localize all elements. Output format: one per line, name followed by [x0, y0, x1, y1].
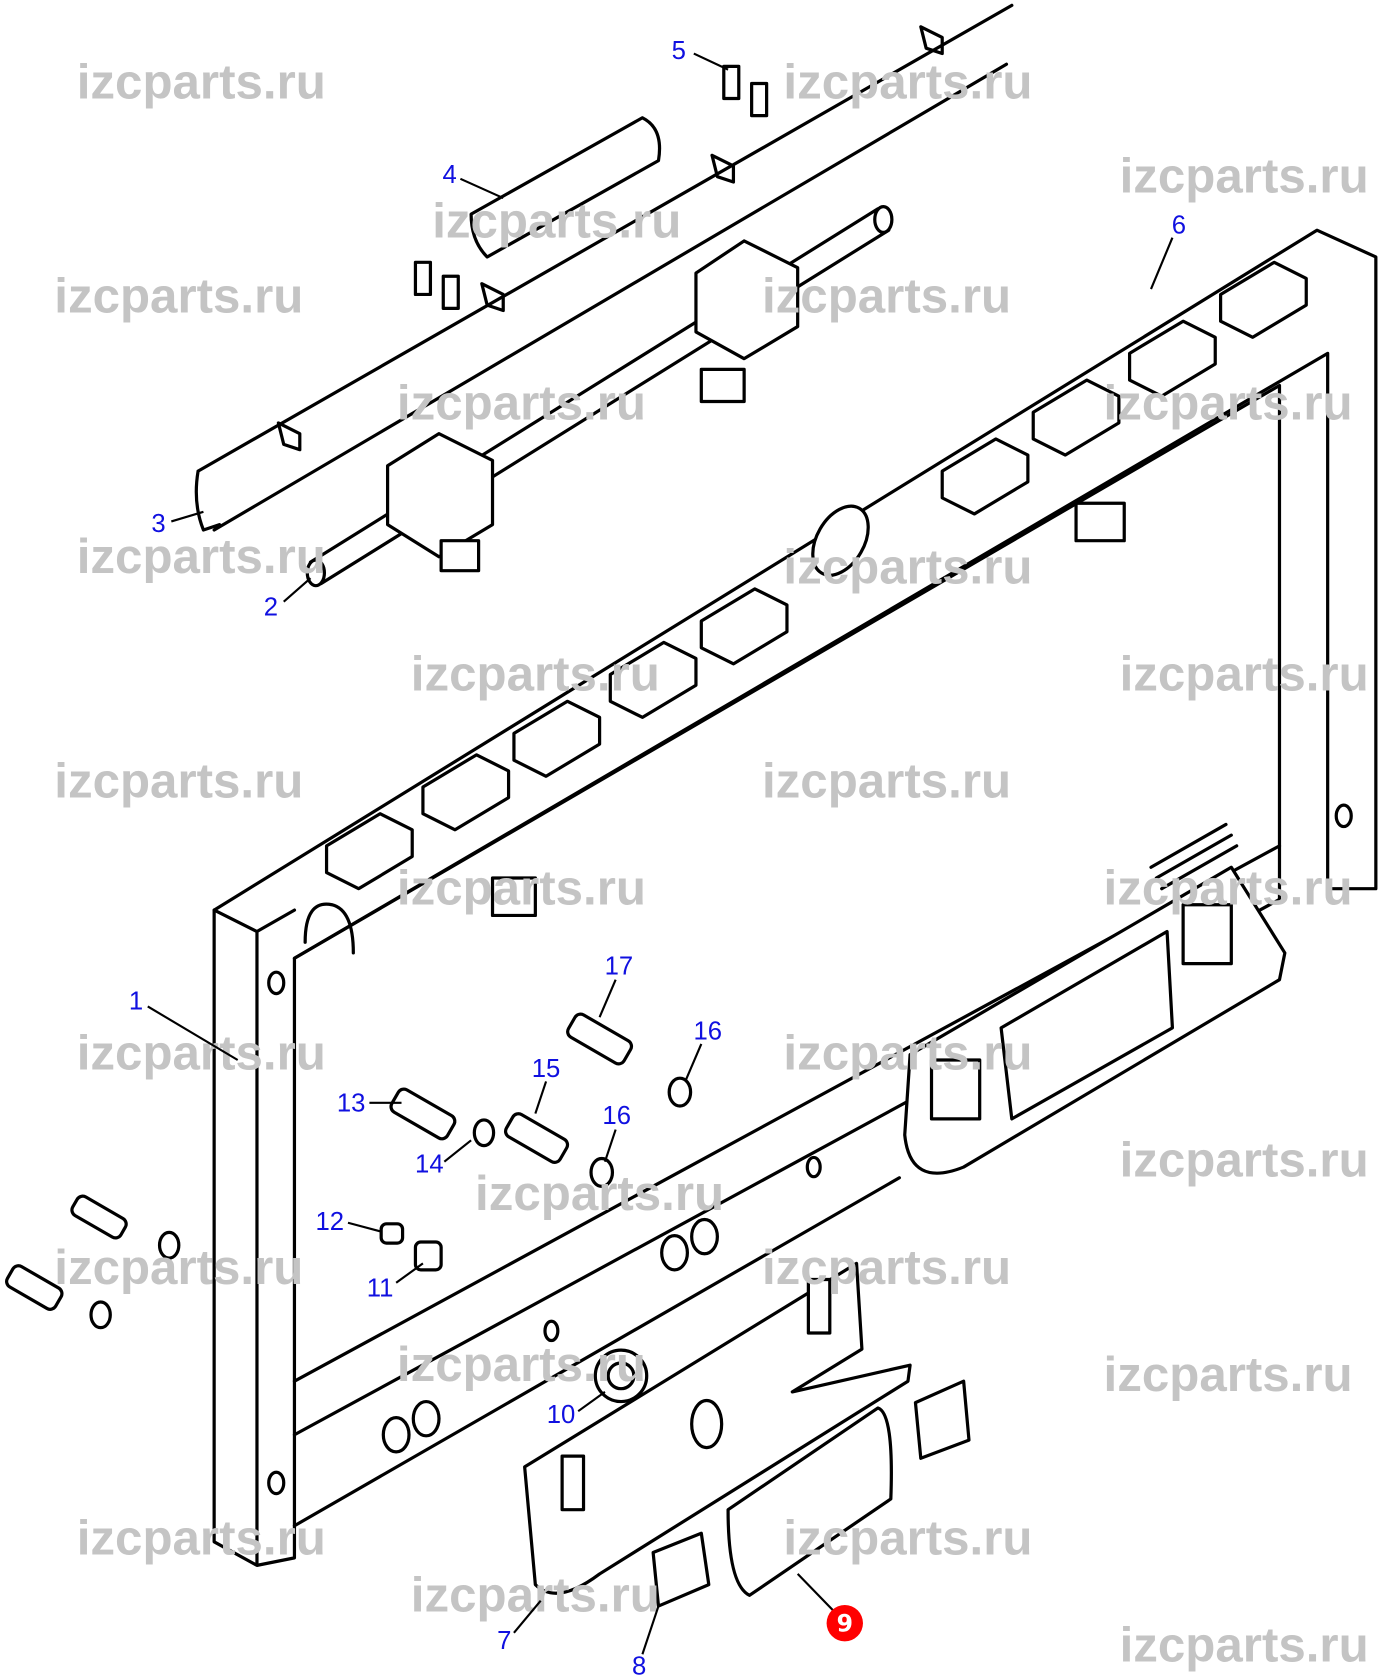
watermark: izcparts.ru — [77, 1026, 326, 1081]
watermark: izcparts.ru — [1104, 861, 1353, 916]
frame-part-1 — [212, 228, 1378, 1567]
watermark: izcparts.ru — [77, 55, 326, 110]
callout-9-highlighted[interactable]: 9 — [826, 1604, 863, 1642]
watermark: izcparts.ru — [475, 1166, 724, 1221]
watermark: izcparts.ru — [54, 754, 303, 809]
watermark: izcparts.ru — [1120, 1618, 1369, 1673]
callout-5[interactable]: 5 — [672, 37, 686, 65]
callout-4[interactable]: 4 — [443, 161, 457, 189]
watermark: izcparts.ru — [1120, 1133, 1369, 1188]
callout-15[interactable]: 15 — [532, 1055, 561, 1083]
callout-17[interactable]: 17 — [605, 952, 634, 980]
watermark: izcparts.ru — [783, 55, 1032, 110]
callouts: 1 2 3 4 5 6 7 8 9 10 11 12 13 14 15 16 1… — [129, 37, 1186, 1679]
callout-6[interactable]: 6 — [1172, 211, 1186, 239]
callout-12[interactable]: 12 — [315, 1208, 344, 1236]
watermark: izcparts.ru — [1120, 647, 1369, 702]
callout-10[interactable]: 10 — [547, 1401, 576, 1429]
highlight-circle — [826, 1604, 863, 1642]
watermark: izcparts.ru — [783, 540, 1032, 595]
callout-14[interactable]: 14 — [415, 1150, 444, 1178]
watermark: izcparts.ru — [1104, 376, 1353, 431]
cover-rail-part-3 — [194, 3, 1014, 532]
small-parts — [379, 1012, 693, 1404]
watermark: izcparts.ru — [411, 647, 660, 702]
watermark: izcparts.ru — [411, 1567, 660, 1622]
pad-part-8 — [651, 1379, 971, 1608]
bolts-loose — [5, 1194, 181, 1330]
callout-13[interactable]: 13 — [337, 1089, 366, 1117]
watermark: izcparts.ru — [397, 376, 646, 431]
pad-part-9 — [726, 1406, 893, 1597]
callout-9[interactable]: 9 — [837, 1610, 853, 1638]
watermark: izcparts.ru — [1120, 149, 1369, 204]
watermark: izcparts.ru — [762, 754, 1011, 809]
callout-2[interactable]: 2 — [264, 594, 278, 622]
watermark: izcparts.ru — [762, 1240, 1011, 1295]
bolts-part-5 — [413, 64, 769, 310]
watermark: izcparts.ru — [54, 1240, 303, 1295]
watermark: izcparts.ru — [54, 269, 303, 324]
callout-8[interactable]: 8 — [632, 1653, 646, 1679]
watermark: izcparts.ru — [397, 861, 646, 916]
shaft-part-2 — [305, 205, 894, 588]
watermark: izcparts.ru — [397, 1337, 646, 1392]
watermarks: izcparts.ru izcparts.ru izcparts.ru izcp… — [54, 55, 1368, 1673]
callout-1[interactable]: 1 — [129, 988, 143, 1016]
callout-16b[interactable]: 16 — [602, 1102, 631, 1130]
callout-11[interactable]: 11 — [367, 1275, 394, 1303]
callout-16a[interactable]: 16 — [693, 1018, 722, 1046]
watermark: izcparts.ru — [783, 1511, 1032, 1566]
callout-3[interactable]: 3 — [151, 510, 165, 538]
watermark: izcparts.ru — [1104, 1347, 1353, 1402]
cover-part-4 — [469, 116, 662, 259]
watermark: izcparts.ru — [762, 269, 1011, 324]
bracket-part-7 — [523, 1261, 912, 1595]
watermark: izcparts.ru — [77, 1511, 326, 1566]
leader-lines — [147, 52, 1174, 1655]
watermark: izcparts.ru — [432, 194, 681, 249]
callout-7[interactable]: 7 — [497, 1627, 511, 1655]
watermark: izcparts.ru — [77, 529, 326, 584]
watermark: izcparts.ru — [783, 1026, 1032, 1081]
